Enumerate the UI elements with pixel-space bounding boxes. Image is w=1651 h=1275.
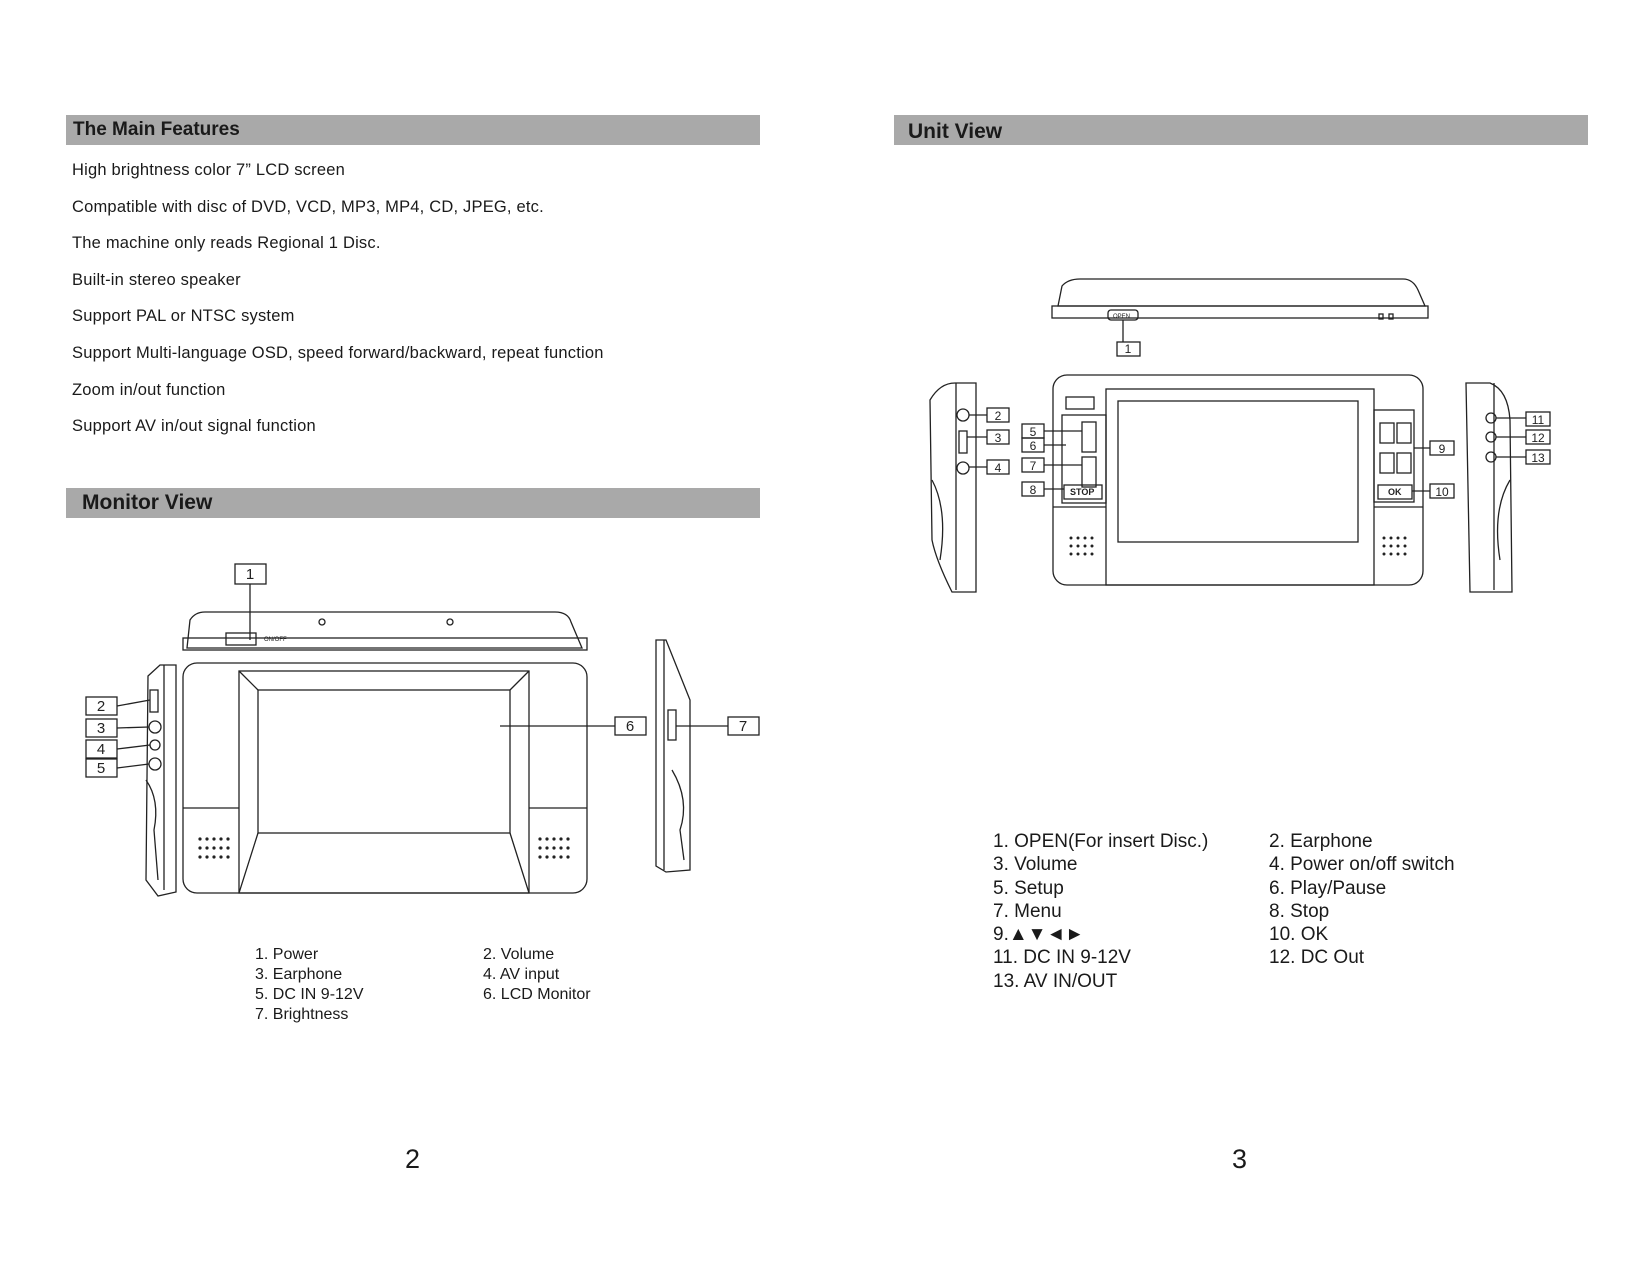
page-number-right: 3	[1232, 1144, 1248, 1174]
feature-item: Support Multi-language OSD, speed forwar…	[72, 343, 604, 362]
feature-item: The machine only reads Regional 1 Disc.	[72, 234, 381, 253]
legend-item: 6. LCD Monitor	[483, 986, 591, 1003]
unit-callout-13: 13	[1531, 451, 1545, 465]
legend-item: 11. DC IN 9-12V	[993, 947, 1131, 969]
legend-item: 3. Volume	[993, 854, 1078, 876]
unit-callout-3: 3	[995, 431, 1002, 445]
unit-right-side-view	[1465, 382, 1513, 593]
legend-item: 8. Stop	[1269, 900, 1330, 922]
legend-item: 2. Volume	[483, 946, 555, 963]
unit-view-heading: Unit View	[894, 115, 1588, 145]
legend-item: 1. OPEN(For insert Disc.)	[993, 831, 1209, 852]
monitor-callouts	[85, 563, 760, 778]
page-number-left: 2	[405, 1144, 421, 1174]
legend-item: 5. Setup	[993, 877, 1064, 899]
monitor-top-view: ON/OFF	[182, 611, 588, 651]
feature-item: Compatible with disc of DVD, VCD, MP3, M…	[72, 197, 544, 216]
legend-item: 6. Play/Pause	[1269, 877, 1387, 899]
main-features-heading: The Main Features	[66, 115, 760, 145]
unit-callout-6: 6	[1030, 439, 1037, 453]
unit-left-side-view	[929, 382, 977, 593]
unit-legend-col2: 2. Earphone 4. Power on/off switch 6. Pl…	[1269, 830, 1455, 970]
callout-5: 5	[97, 760, 105, 777]
unit-callout-2: 2	[995, 409, 1002, 423]
unit-callout-5: 5	[1030, 425, 1037, 439]
legend-item: 4. AV input	[483, 966, 560, 983]
monitor-legend-col1: 1. Power 3. Earphone 5. DC IN 9-12V 7. B…	[255, 945, 363, 1025]
feature-item: Zoom in/out function	[72, 380, 226, 399]
legend-item: 10. OK	[1269, 924, 1329, 946]
unit-callout-4: 4	[995, 461, 1002, 475]
monitor-left-side-view	[145, 664, 177, 897]
unit-callout-8: 8	[1030, 483, 1037, 497]
callout-2: 2	[97, 698, 105, 715]
legend-item: 3. Earphone	[255, 966, 343, 983]
callout-3: 3	[97, 720, 105, 737]
legend-item: 7. Menu	[993, 900, 1062, 922]
monitor-front-view	[182, 662, 588, 894]
unit-callout-10: 10	[1435, 485, 1449, 499]
legend-item: 13. AV IN/OUT	[993, 970, 1118, 992]
legend-item: 9.▲▼◄►	[993, 924, 1085, 946]
open-label: OPEN	[1113, 314, 1130, 320]
legend-item: 7. Brightness	[255, 1006, 349, 1023]
callout-1: 1	[246, 566, 254, 583]
legend-item: 12. DC Out	[1269, 947, 1365, 969]
callout-4: 4	[97, 741, 105, 758]
unit-top-view: OPEN	[1051, 278, 1429, 321]
unit-callout-11: 11	[1532, 413, 1545, 427]
ok-label: OK	[1388, 487, 1402, 497]
unit-callouts	[967, 320, 1551, 499]
features-list: High brightness color 7” LCD screen Comp…	[72, 160, 604, 453]
unit-front-view: STOP OK	[1052, 374, 1424, 586]
feature-item: Support AV in/out signal function	[72, 417, 316, 436]
legend-item: 5. DC IN 9-12V	[255, 986, 364, 1003]
unit-callout-7: 7	[1030, 459, 1037, 473]
unit-callout-9: 9	[1439, 442, 1446, 456]
unit-legend-col1: 1. OPEN(For insert Disc.) 3. Volume 5. S…	[993, 830, 1208, 993]
legend-item: 2. Earphone	[1269, 831, 1373, 852]
unit-callout-12: 12	[1531, 431, 1545, 445]
monitor-right-side-view	[655, 639, 691, 873]
feature-item: Built-in stereo speaker	[72, 270, 241, 289]
feature-item: Support PAL or NTSC system	[72, 307, 295, 326]
callout-7: 7	[739, 718, 747, 735]
monitor-legend-col2: 2. Volume 4. AV input 6. LCD Monitor	[483, 945, 591, 1005]
callout-6: 6	[626, 718, 634, 735]
monitor-view-heading: Monitor View	[66, 488, 760, 518]
legend-item: 4. Power on/off switch	[1269, 854, 1455, 876]
unit-callout-1: 1	[1125, 342, 1132, 356]
legend-item: 1. Power	[255, 946, 319, 963]
feature-item: High brightness color 7” LCD screen	[72, 161, 345, 179]
on-off-label: ON/OFF	[264, 637, 287, 643]
stop-label: STOP	[1070, 487, 1094, 497]
